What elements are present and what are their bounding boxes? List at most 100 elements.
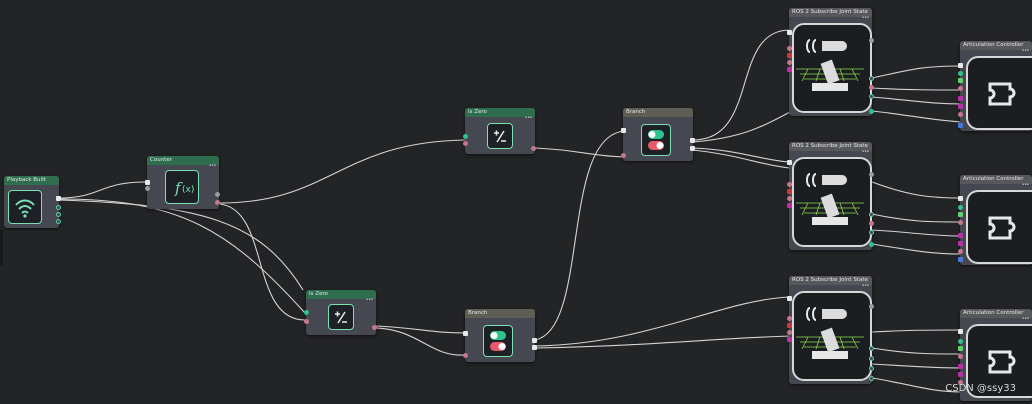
- node-is-zero-top[interactable]: Is Zero •••: [463, 108, 536, 154]
- input-port[interactable]: [958, 257, 963, 262]
- input-port[interactable]: [463, 353, 468, 358]
- output-port[interactable]: [869, 376, 874, 381]
- node-menu-icon[interactable]: •••: [1021, 48, 1030, 54]
- node-playback[interactable]: Playback Built: [4, 176, 61, 228]
- input-port[interactable]: [787, 189, 792, 194]
- output-port[interactable]: [869, 94, 874, 99]
- output-port[interactable]: [869, 109, 874, 114]
- input-port[interactable]: [787, 60, 792, 65]
- input-port-exec[interactable]: [787, 296, 792, 301]
- node-menu-icon[interactable]: •••: [861, 283, 870, 289]
- input-port[interactable]: [787, 203, 792, 208]
- node-counter[interactable]: Counter ••• f(x): [145, 156, 220, 209]
- input-port[interactable]: [463, 134, 468, 139]
- input-port-exec[interactable]: [787, 160, 792, 165]
- input-port[interactable]: [958, 372, 963, 377]
- node-ros-subscribe-mid[interactable]: ROS 2 Subscribe Joint State •••: [787, 142, 874, 250]
- toggle-switch-icon: [483, 325, 513, 357]
- output-port[interactable]: [869, 346, 874, 351]
- input-port[interactable]: [958, 86, 963, 91]
- puzzle-joint-icon: [966, 56, 1032, 130]
- output-port[interactable]: [372, 325, 377, 330]
- input-port[interactable]: [787, 337, 792, 342]
- input-port-exec[interactable]: [958, 329, 963, 334]
- node-menu-icon[interactable]: •••: [365, 297, 374, 303]
- node-menu-icon[interactable]: •••: [861, 15, 870, 21]
- output-port[interactable]: [869, 304, 874, 309]
- node-menu-icon[interactable]: •••: [1021, 182, 1030, 188]
- input-port-exec[interactable]: [958, 196, 963, 201]
- input-port[interactable]: [304, 319, 309, 324]
- node-branch-top[interactable]: Branch: [621, 108, 695, 161]
- input-port[interactable]: [958, 339, 963, 344]
- input-port-exec[interactable]: [145, 180, 150, 185]
- output-port-exec[interactable]: [532, 338, 537, 343]
- input-port[interactable]: [958, 241, 963, 246]
- output-port-exec[interactable]: [690, 146, 695, 151]
- output-port[interactable]: [215, 200, 220, 205]
- input-port[interactable]: [621, 153, 626, 158]
- output-port[interactable]: [869, 242, 874, 247]
- input-port[interactable]: [958, 364, 963, 369]
- output-port[interactable]: [215, 192, 220, 197]
- input-port[interactable]: [787, 316, 792, 321]
- input-port[interactable]: [958, 205, 963, 210]
- input-port-exec[interactable]: [787, 30, 792, 35]
- node-branch-bottom[interactable]: Branch: [463, 309, 537, 362]
- input-port[interactable]: [787, 196, 792, 201]
- input-port[interactable]: [958, 104, 963, 109]
- output-port-exec[interactable]: [56, 196, 61, 201]
- output-port[interactable]: [56, 219, 61, 224]
- input-port[interactable]: [304, 310, 309, 315]
- input-port[interactable]: [787, 67, 792, 72]
- input-port[interactable]: [787, 182, 792, 187]
- node-is-zero-bottom[interactable]: Is Zero •••: [304, 290, 377, 335]
- input-port[interactable]: [958, 380, 963, 385]
- input-port[interactable]: [463, 141, 468, 146]
- output-port[interactable]: [869, 85, 874, 90]
- node-ros-subscribe-top[interactable]: ROS 2 Subscribe Joint State •••: [787, 8, 874, 116]
- output-port[interactable]: [869, 172, 874, 177]
- output-port[interactable]: [869, 212, 874, 217]
- input-port[interactable]: [958, 249, 963, 254]
- output-port[interactable]: [869, 221, 874, 226]
- input-port-exec[interactable]: [958, 63, 963, 68]
- node-articulation-top[interactable]: Articulation Controller •••: [958, 41, 1032, 131]
- output-port-exec[interactable]: [532, 345, 537, 350]
- node-articulation-mid[interactable]: Articulation Controller •••: [958, 175, 1032, 265]
- output-port[interactable]: [56, 212, 61, 217]
- input-port[interactable]: [958, 233, 963, 238]
- node-menu-icon[interactable]: •••: [208, 163, 217, 169]
- input-port[interactable]: [958, 71, 963, 76]
- node-title: ROS 2 Subscribe Joint State: [789, 142, 872, 151]
- output-port-exec[interactable]: [690, 138, 695, 143]
- output-port[interactable]: [56, 205, 61, 210]
- output-port[interactable]: [869, 356, 874, 361]
- input-port[interactable]: [958, 220, 963, 225]
- output-port[interactable]: [531, 146, 536, 151]
- input-port[interactable]: [958, 354, 963, 359]
- input-port[interactable]: [787, 330, 792, 335]
- input-port[interactable]: [958, 346, 963, 351]
- input-port-exec[interactable]: [621, 128, 626, 133]
- node-articulation-bottom[interactable]: Articulation Controller •••: [958, 309, 1032, 401]
- node-menu-icon[interactable]: •••: [861, 149, 870, 155]
- input-port[interactable]: [958, 112, 963, 117]
- input-port[interactable]: [958, 212, 963, 217]
- output-port[interactable]: [869, 230, 874, 235]
- input-port[interactable]: [958, 96, 963, 101]
- output-port[interactable]: [869, 76, 874, 81]
- node-menu-icon[interactable]: •••: [1021, 316, 1030, 322]
- input-port[interactable]: [958, 123, 963, 128]
- input-port[interactable]: [145, 186, 150, 191]
- output-port[interactable]: [869, 38, 874, 43]
- input-port[interactable]: [787, 46, 792, 51]
- input-port[interactable]: [787, 53, 792, 58]
- input-port[interactable]: [958, 78, 963, 83]
- input-port-exec[interactable]: [463, 331, 468, 336]
- output-port[interactable]: [869, 366, 874, 371]
- input-port[interactable]: [787, 323, 792, 328]
- node-ros-subscribe-bottom[interactable]: ROS 2 Subscribe Joint State •••: [787, 276, 874, 384]
- node-menu-icon[interactable]: •••: [524, 115, 533, 121]
